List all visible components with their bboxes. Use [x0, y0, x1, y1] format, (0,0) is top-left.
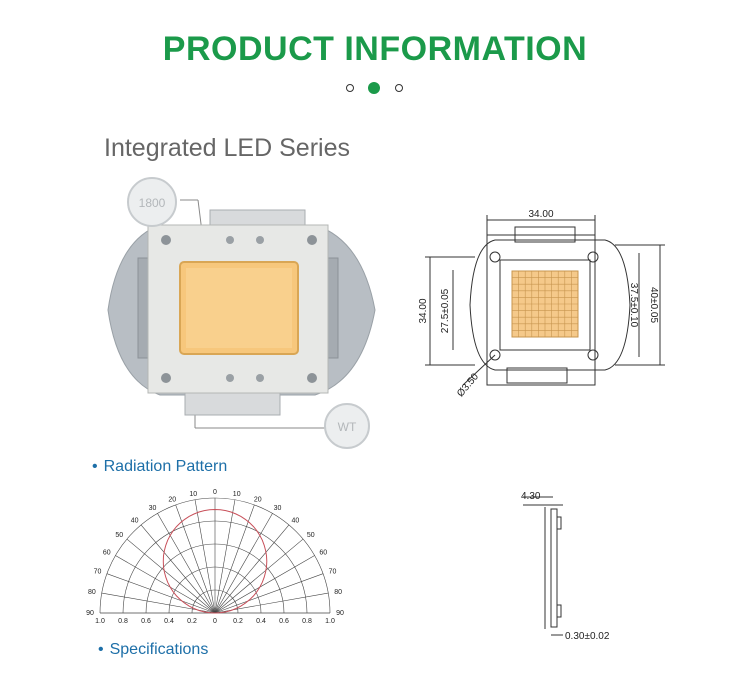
- dim-hole: Ø3.50: [455, 371, 481, 399]
- bullet-icon: •: [92, 458, 98, 475]
- polar-angle-label: 40: [131, 517, 139, 524]
- dim-height-left-inner: 27.5±0.05: [440, 288, 451, 333]
- polar-angle-label: 70: [94, 569, 102, 576]
- polar-radial-tick: 0.2: [233, 618, 243, 625]
- polar-spoke: [214, 524, 290, 614]
- polar-spoke: [214, 513, 273, 614]
- polar-angle-label: 20: [168, 496, 176, 503]
- polar-spoke: [175, 504, 216, 614]
- polar-radial-tick: 0.2: [187, 618, 197, 625]
- radiation-curve: [162, 508, 268, 614]
- page-title: PRODUCT INFORMATION: [162, 30, 588, 68]
- polar-angle-label: 10: [233, 491, 241, 498]
- specifications-heading: • Specifications: [98, 641, 208, 659]
- polar-angle-label: 60: [319, 550, 327, 557]
- polar-spoke: [214, 499, 236, 614]
- dim-plate: 0.30±0.02: [565, 631, 610, 642]
- polar-angle-label: 50: [307, 532, 315, 539]
- polar-spoke: [157, 513, 216, 614]
- radiation-pattern-label: Radiation Pattern: [103, 458, 228, 475]
- polar-angle-label: 30: [274, 505, 282, 512]
- polar-radial-tick: 0.6: [279, 618, 289, 625]
- polar-spoke: [194, 499, 216, 614]
- polar-spoke: [214, 538, 304, 614]
- polar-spoke: [214, 555, 315, 614]
- callout-wt: WT: [338, 420, 357, 434]
- polar-angle-label: 60: [103, 550, 111, 557]
- polar-angle-label: 20: [254, 496, 262, 503]
- polar-angle-label: 80: [88, 589, 96, 596]
- polar-radial-tick: 0.6: [141, 618, 151, 625]
- polar-angle-label: 40: [291, 517, 299, 524]
- polar-angle-label: 0: [213, 489, 217, 496]
- side-view-drawing: 4.30 0.30±0.02: [521, 491, 610, 642]
- dim-width: 34.00: [528, 209, 553, 220]
- polar-angle-label: 10: [189, 491, 197, 498]
- bullet-icon: •: [98, 641, 104, 658]
- polar-radial-tick: 1.0: [95, 618, 105, 625]
- polar-radial-tick: 0.4: [256, 618, 266, 625]
- polar-spoke: [126, 538, 216, 614]
- dim-height-left-outer: 34.00: [418, 298, 429, 323]
- dim-height-right-inner: 37.5±0.10: [628, 283, 639, 328]
- polar-radial-tick: 0.8: [118, 618, 128, 625]
- callout-1800: 1800: [139, 196, 166, 210]
- carousel-dot-1[interactable]: [346, 84, 354, 92]
- carousel-dot-3[interactable]: [395, 84, 403, 92]
- dimension-drawing-top: 34.00 34.00 27.5±0.05 40±0.05 37.5±0.10 …: [418, 209, 665, 399]
- polar-angle-label: 70: [329, 569, 337, 576]
- polar-angle-label: 30: [149, 505, 157, 512]
- carousel-dot-2[interactable]: [368, 82, 380, 94]
- dim-thickness: 4.30: [521, 491, 541, 502]
- polar-spoke: [115, 555, 216, 614]
- series-heading: Integrated LED Series: [104, 134, 350, 162]
- polar-spoke: [214, 573, 324, 614]
- specifications-label: Specifications: [109, 641, 209, 658]
- polar-radial-tick: 0.4: [164, 618, 174, 625]
- radiation-pattern-heading: • Radiation Pattern: [92, 458, 227, 476]
- led-module-photo: 1800 WT: [107, 177, 376, 449]
- polar-angle-label: 90: [336, 610, 344, 617]
- polar-spoke: [214, 504, 255, 614]
- polar-spoke: [106, 573, 216, 614]
- polar-radial-tick: 0: [213, 618, 217, 625]
- polar-radial-tick: 1.0: [325, 618, 335, 625]
- polar-angle-label: 50: [115, 532, 123, 539]
- polar-radial-tick: 0.8: [302, 618, 312, 625]
- polar-spoke: [140, 524, 216, 614]
- polar-angle-label: 80: [334, 589, 342, 596]
- dim-height-right-outer: 40±0.05: [648, 287, 659, 324]
- polar-angle-label: 90: [86, 610, 94, 617]
